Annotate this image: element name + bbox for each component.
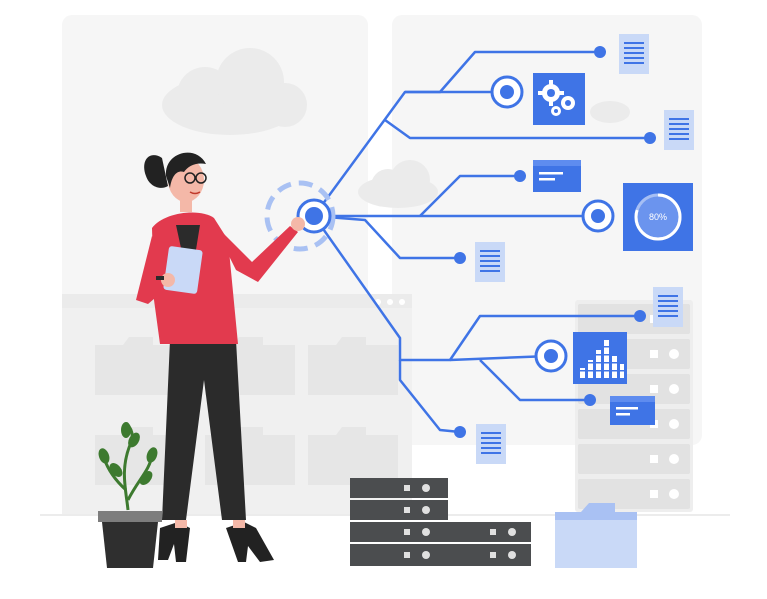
document-icon [653,287,683,327]
bar-equalizer-icon [573,332,627,384]
document-icon [619,34,649,74]
document-icon [475,242,505,282]
progress-ring-icon: 80% [623,183,693,251]
ring-node-middle [581,199,615,233]
document-icon [664,110,694,150]
woman-figure [136,152,305,562]
plant-icon [98,421,162,568]
ring-node-bottom [534,339,568,373]
network-nodes [454,46,656,438]
cloud-icon [162,48,630,208]
document-icon [476,424,506,464]
folder-icon [555,503,637,568]
window-icon [533,160,581,192]
ring-node-top [490,75,524,109]
server-stack-icon [350,478,531,566]
gears-icon [533,73,585,125]
network-lines [312,50,650,434]
hub-node[interactable] [264,180,336,252]
window-icon [610,396,655,425]
progress-label: 80% [649,212,667,222]
